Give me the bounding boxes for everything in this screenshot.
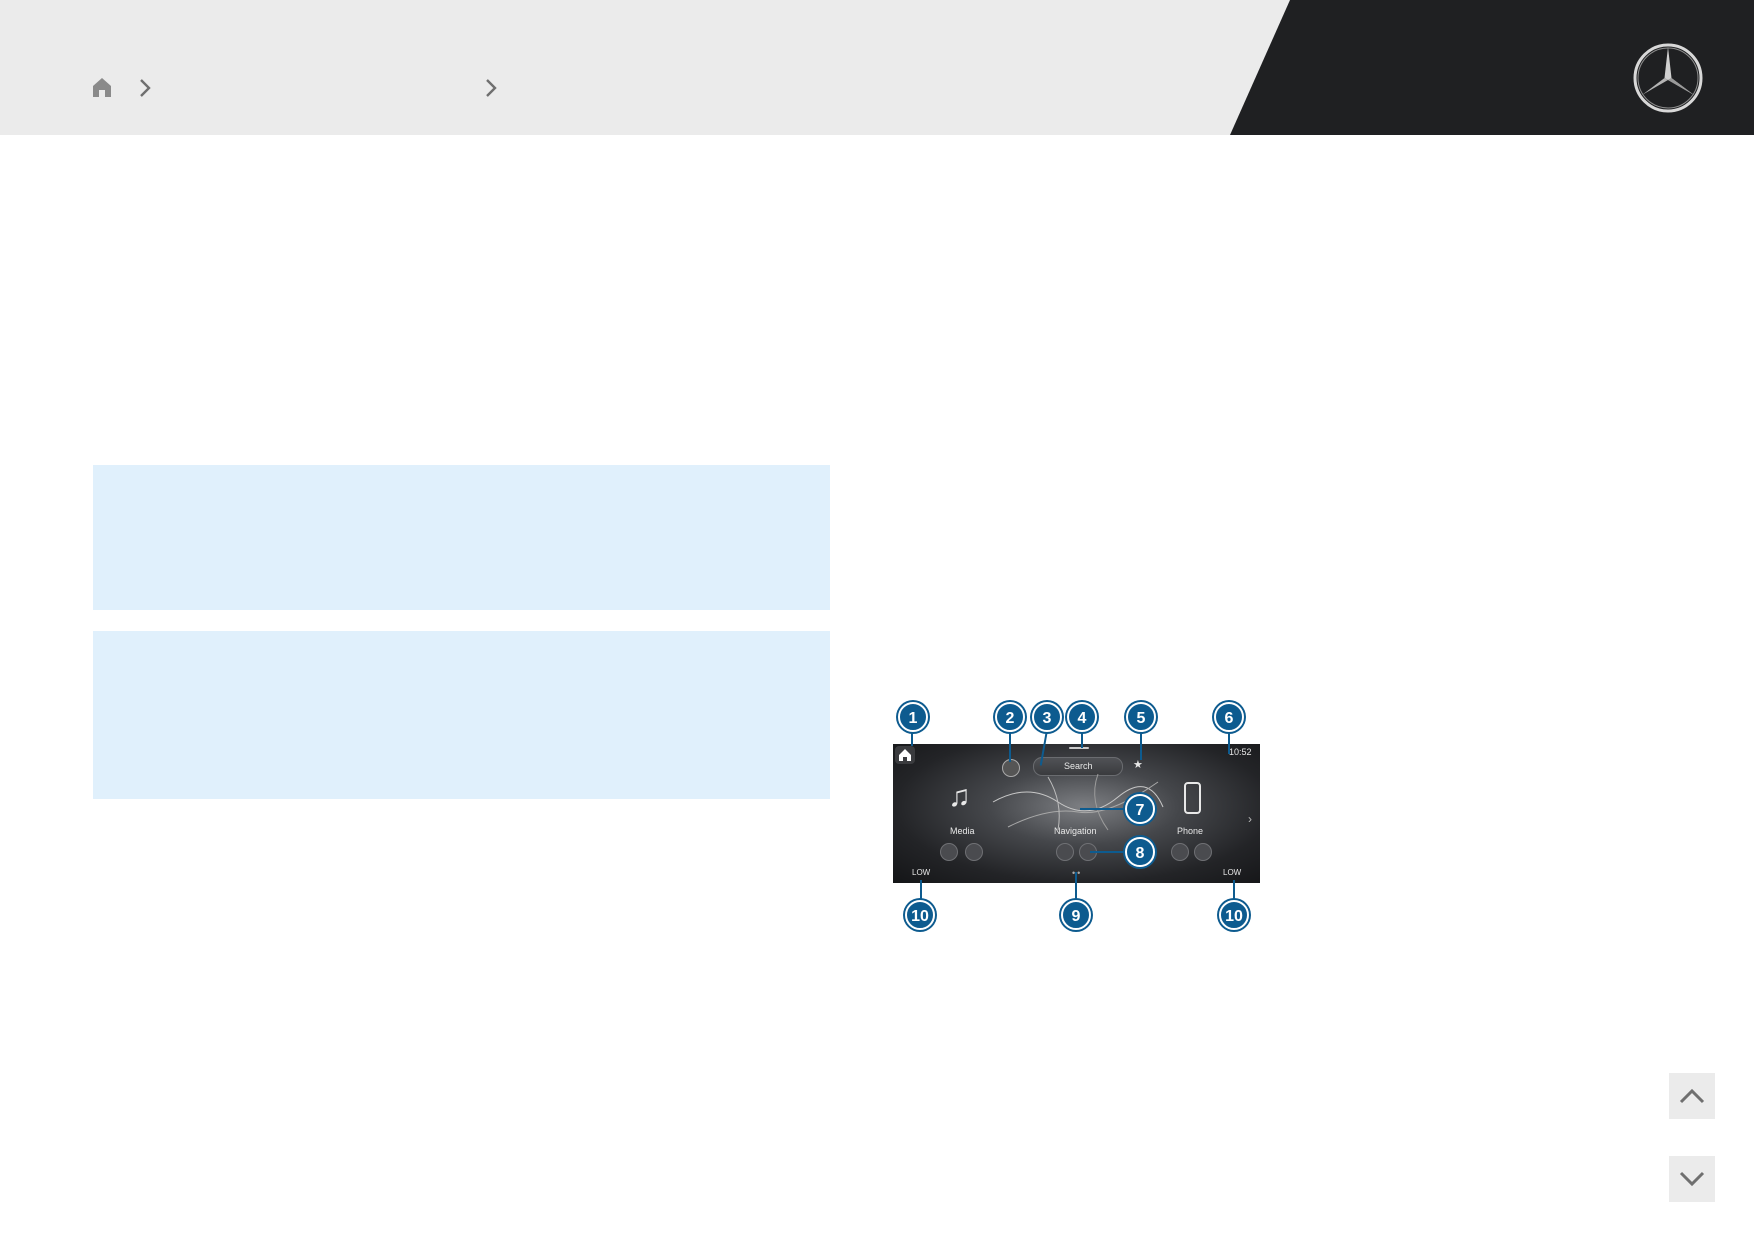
callout-badge: 10 xyxy=(1219,900,1249,930)
chevron-right-icon xyxy=(486,79,497,97)
chevron-right-icon xyxy=(140,79,151,97)
page-indicator: •• xyxy=(1072,868,1083,878)
leader-line xyxy=(1090,851,1126,853)
contacts-button xyxy=(1194,843,1212,861)
leader-line xyxy=(1075,872,1077,914)
callout-badge: 10 xyxy=(905,900,935,930)
home-icon[interactable] xyxy=(91,76,113,98)
callout-badge: 7 xyxy=(1125,794,1155,824)
info-box xyxy=(93,631,830,799)
tile-label-phone: Phone xyxy=(1177,826,1204,836)
chevron-down-icon xyxy=(1679,1171,1705,1187)
leader-line xyxy=(1140,730,1142,760)
scroll-down-button[interactable] xyxy=(1669,1156,1715,1202)
leader-line xyxy=(911,730,913,746)
chevron-up-icon xyxy=(1679,1088,1705,1104)
media-source-button xyxy=(940,843,958,861)
callout-badge: 3 xyxy=(1032,702,1062,732)
leader-line xyxy=(1228,730,1230,754)
tile-label-media: Media xyxy=(950,826,975,836)
leader-line xyxy=(920,880,922,914)
callout-badge: 8 xyxy=(1125,837,1155,867)
left-temperature: LOW xyxy=(912,868,931,877)
right-temperature: LOW xyxy=(1223,868,1242,877)
flag-button xyxy=(1056,843,1074,861)
callout-badge: 1 xyxy=(898,702,928,732)
recent-calls-button xyxy=(1171,843,1189,861)
callout-badge: 6 xyxy=(1214,702,1244,732)
tile-label-navigation: Navigation xyxy=(1054,826,1097,836)
info-box xyxy=(93,465,830,610)
radio-button xyxy=(965,843,983,861)
avatar xyxy=(1002,759,1020,777)
phone-icon xyxy=(1184,782,1201,814)
callout-badge: 4 xyxy=(1067,702,1097,732)
chevron-right-icon: › xyxy=(1248,812,1252,826)
leader-line xyxy=(1081,730,1083,748)
home-icon xyxy=(895,746,915,764)
callout-badge: 5 xyxy=(1126,702,1156,732)
clock: 10:52 xyxy=(1229,747,1252,757)
leader-line xyxy=(1233,880,1235,914)
scroll-up-button[interactable] xyxy=(1669,1073,1715,1119)
search-label: Search xyxy=(1064,761,1093,771)
brand-logo[interactable] xyxy=(1630,40,1706,116)
star-icon: ★ xyxy=(1133,759,1143,771)
display-illustration: Search ★ 10:52 ♫ › Media Navigation Phon… xyxy=(893,744,1260,883)
callout-badge: 2 xyxy=(995,702,1025,732)
callout-badge: 9 xyxy=(1061,900,1091,930)
leader-line xyxy=(1080,808,1125,810)
leader-line xyxy=(1009,730,1011,762)
music-note-icon: ♫ xyxy=(948,780,971,813)
drag-handle xyxy=(1069,747,1089,749)
search-field: Search xyxy=(1033,757,1123,776)
